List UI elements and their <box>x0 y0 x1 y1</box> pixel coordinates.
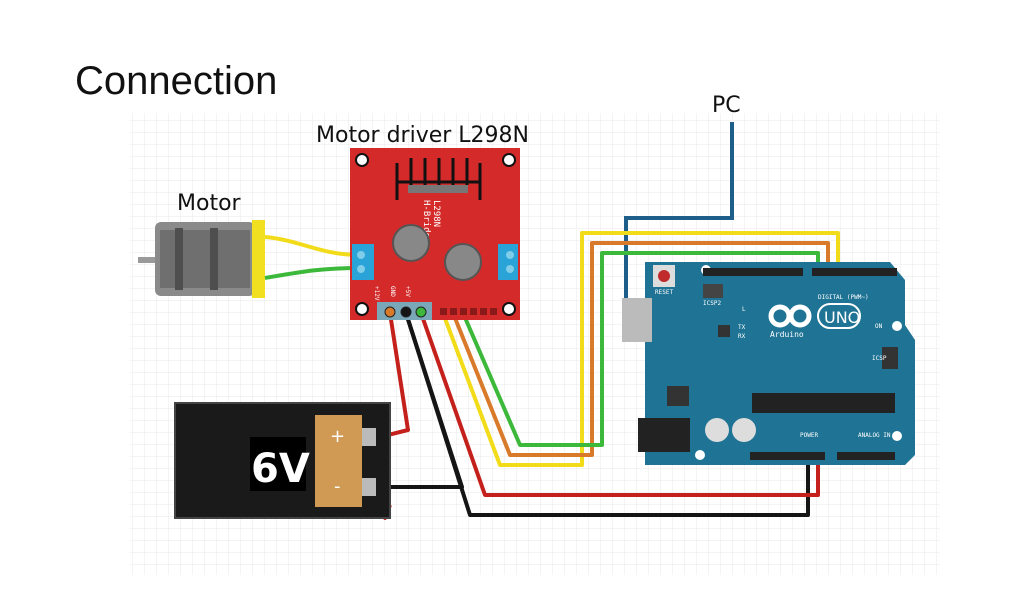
usb-connector <box>622 298 652 342</box>
analog-label: ANALOG IN <box>858 432 891 439</box>
page-title: Connection <box>75 59 277 103</box>
digital-header-1 <box>703 268 803 276</box>
pin-gnd-label: GND <box>389 286 396 297</box>
microcontroller-chip <box>752 393 895 413</box>
battery-minus: - <box>334 476 341 497</box>
chip-label: L298N <box>431 200 441 227</box>
battery-voltage-label: 6V <box>251 446 310 492</box>
wire-yellow-signal <box>441 231 840 467</box>
icsp2-label: ICSP2 <box>703 300 721 307</box>
arduino-label: Arduino <box>770 330 804 339</box>
arduino-uno-board: RESET DIGITAL (PWM~) ICSP2 L TX RX UNO A… <box>638 262 915 465</box>
pc-label: PC <box>712 93 741 118</box>
wire-green-motor <box>264 266 361 280</box>
wire-black-gnd <box>404 312 810 517</box>
l298n-board: L298N H-Bridge +12V GND +5V <box>350 148 520 320</box>
wire-yellow-motor <box>264 235 361 257</box>
wire-orange-signal <box>451 241 830 457</box>
power-label: POWER <box>800 432 818 439</box>
dc-motor <box>138 220 361 298</box>
battery-plus: + <box>330 426 345 447</box>
analog-header <box>837 452 895 460</box>
driver-label: Motor driver L298N <box>316 123 529 148</box>
tx-label: TX <box>738 324 746 331</box>
digital-header-2 <box>812 268 897 276</box>
l-led-label: L <box>742 306 746 313</box>
power-jack <box>638 418 690 452</box>
on-label: ON <box>875 323 883 330</box>
wire-red-5v <box>419 312 820 497</box>
pin-12v-label: +12V <box>373 286 380 301</box>
motor-label: Motor <box>177 191 242 216</box>
icsp-label: ICSP <box>872 355 887 362</box>
wire-green-signal <box>461 251 820 447</box>
power-header <box>750 452 825 460</box>
uno-label: UNO <box>824 308 860 327</box>
pin-5v-label: +5V <box>404 286 411 297</box>
rx-label: RX <box>738 333 746 340</box>
reset-label: RESET <box>655 289 673 296</box>
arduino-infinity-logo <box>768 304 812 328</box>
battery-6v: + - 6V <box>174 402 391 519</box>
usb-cable-wire <box>624 122 734 300</box>
heatsink-icon <box>395 158 482 200</box>
digital-label: DIGITAL (PWM~) <box>818 294 869 301</box>
hbridge-label: H-Bridge <box>421 200 431 243</box>
